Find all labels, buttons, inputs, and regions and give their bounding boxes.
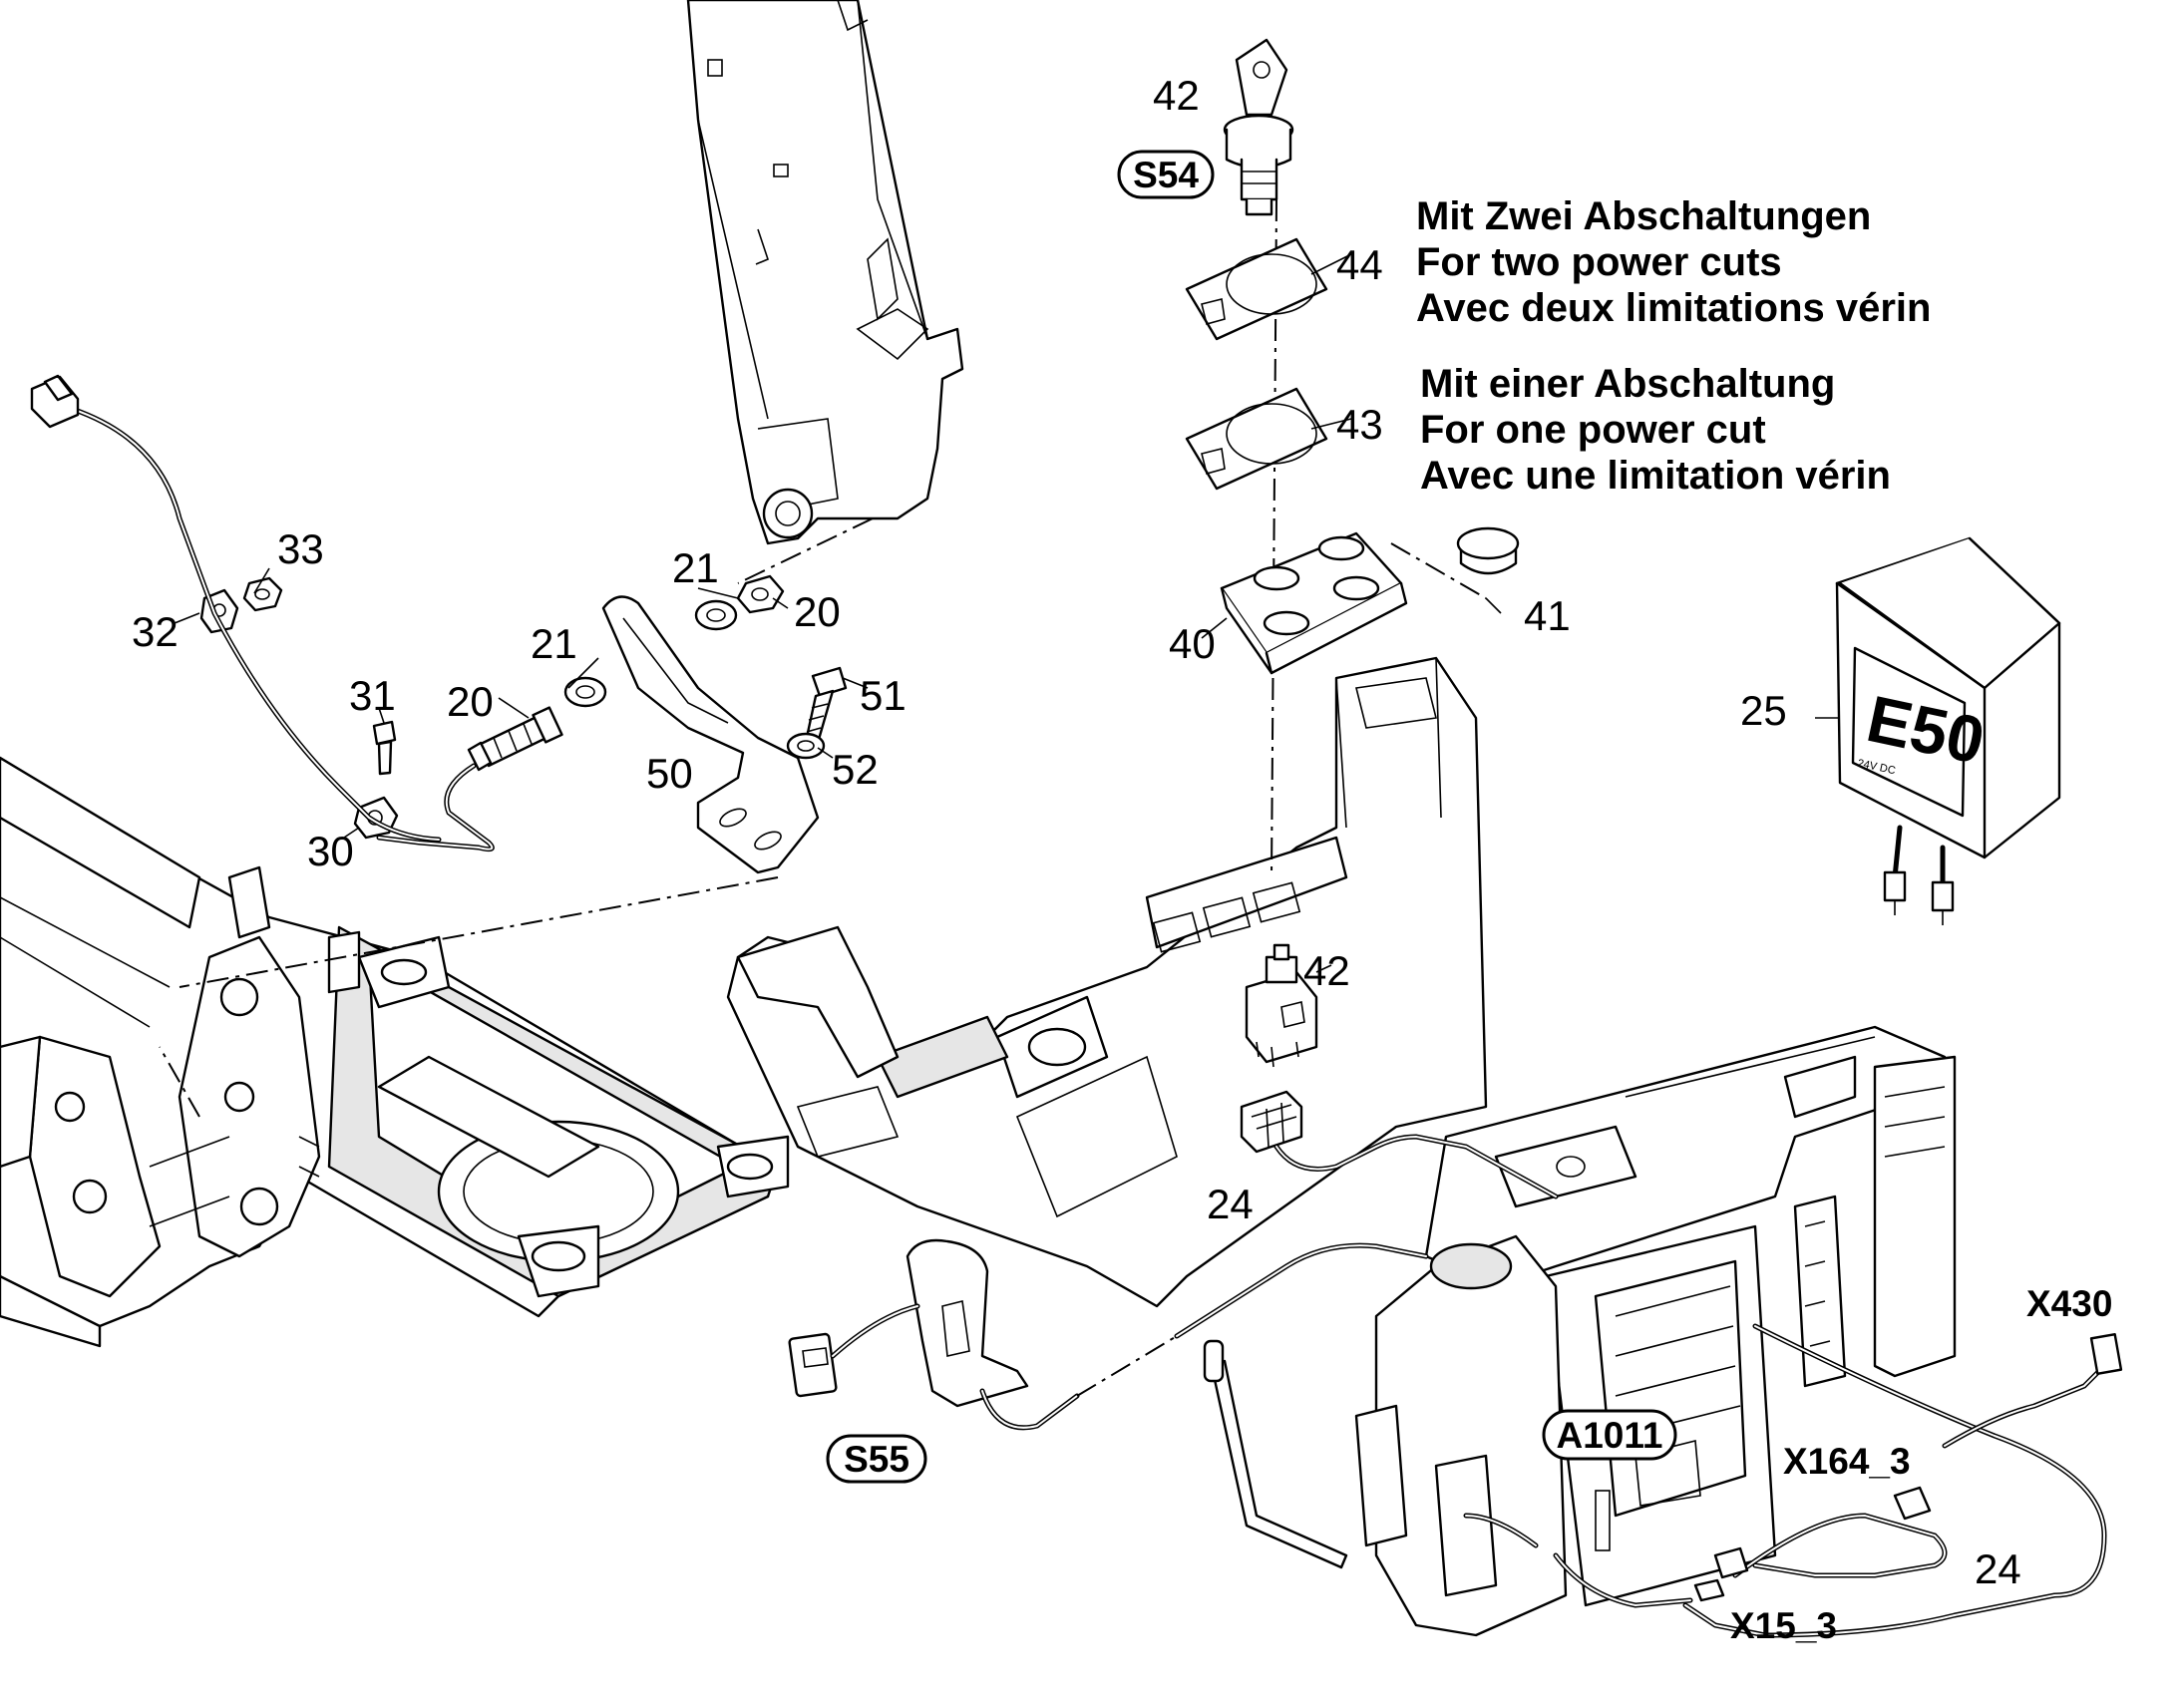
callout-30: 30 xyxy=(307,828,354,874)
tag-x430: X430 xyxy=(2026,1283,2112,1324)
panel-40 xyxy=(1220,531,1408,675)
note-two-fr: Avec deux limitations vérin xyxy=(1416,286,1931,330)
screw-31 xyxy=(372,720,397,776)
callout-42-mid: 42 xyxy=(1303,947,1350,994)
callout-50: 50 xyxy=(646,750,693,797)
callout-24-mid: 24 xyxy=(1207,1181,1254,1227)
tag-s54: S54 xyxy=(1117,150,1215,199)
tag-s55: S55 xyxy=(826,1434,927,1484)
bolt-51 xyxy=(804,666,848,745)
bracket-50 xyxy=(601,595,820,874)
callout-31: 31 xyxy=(349,672,396,719)
tag-x164-3: X164_3 xyxy=(1783,1441,1911,1482)
callout-42-top: 42 xyxy=(1153,72,1200,119)
cab-console xyxy=(726,656,1488,1308)
cable-32 xyxy=(30,374,442,843)
nut-33 xyxy=(242,576,283,612)
callout-41: 41 xyxy=(1524,592,1571,639)
connector-24-mid xyxy=(1240,1090,1559,1199)
key-switch-s54 xyxy=(1223,38,1294,216)
nut-20-a xyxy=(736,574,785,614)
callout-20-a: 20 xyxy=(794,588,841,635)
sensor-20-b xyxy=(376,706,563,853)
note-one-power-cut: Mit einer Abschaltung For one power cut … xyxy=(1420,362,1891,498)
push-switch-42 xyxy=(1245,943,1318,1068)
tag-a1011-text: A1011 xyxy=(1557,1415,1663,1456)
tag-x15-3: X15_3 xyxy=(1730,1605,1837,1646)
callout-33: 33 xyxy=(277,525,324,572)
note-two-power-cuts: Mit Zwei Abschaltungen For two power cut… xyxy=(1416,194,1931,330)
note-one-fr: Avec une limitation vérin xyxy=(1420,454,1891,498)
callout-44: 44 xyxy=(1336,241,1383,288)
washer-21-b xyxy=(563,676,607,708)
callout-43: 43 xyxy=(1336,401,1383,448)
callout-25: 25 xyxy=(1740,687,1787,734)
note-two-en: For two power cuts xyxy=(1416,240,1782,284)
plate-43 xyxy=(1185,387,1328,491)
boom-arm xyxy=(686,0,964,545)
part-numbers: 42 44 43 40 41 42 24 25 21 20 21 20 33 3… xyxy=(132,72,2021,1592)
control-box-e50: E50 24V DC xyxy=(1835,536,2061,925)
callout-21-a: 21 xyxy=(672,544,719,591)
tag-s54-text: S54 xyxy=(1133,155,1199,195)
note-one-de: Mit einer Abschaltung xyxy=(1420,362,1835,406)
washer-21-a xyxy=(694,599,738,631)
harness-24 xyxy=(1463,1323,2123,1638)
callout-52: 52 xyxy=(832,746,879,793)
tag-a1011: A1011 xyxy=(1542,1409,1677,1461)
washer-52 xyxy=(786,732,826,760)
callout-51: 51 xyxy=(860,672,907,719)
assembly-lines xyxy=(159,198,1487,1118)
plate-44 xyxy=(1185,237,1328,341)
tag-s55-text: S55 xyxy=(844,1439,909,1480)
callout-32: 32 xyxy=(132,608,179,655)
callout-21-b: 21 xyxy=(531,620,577,667)
foot-switch-s55 xyxy=(788,1238,1429,1431)
callout-24-bottom: 24 xyxy=(1975,1545,2021,1592)
leader-lines xyxy=(174,253,1840,973)
note-two-de: Mit Zwei Abschaltungen xyxy=(1416,194,1871,238)
note-one-en: For one power cut xyxy=(1420,408,1766,452)
callout-40: 40 xyxy=(1169,620,1216,667)
chassis-frame xyxy=(0,756,790,1348)
callout-20-b: 20 xyxy=(447,678,494,725)
cap-41 xyxy=(1456,526,1520,575)
